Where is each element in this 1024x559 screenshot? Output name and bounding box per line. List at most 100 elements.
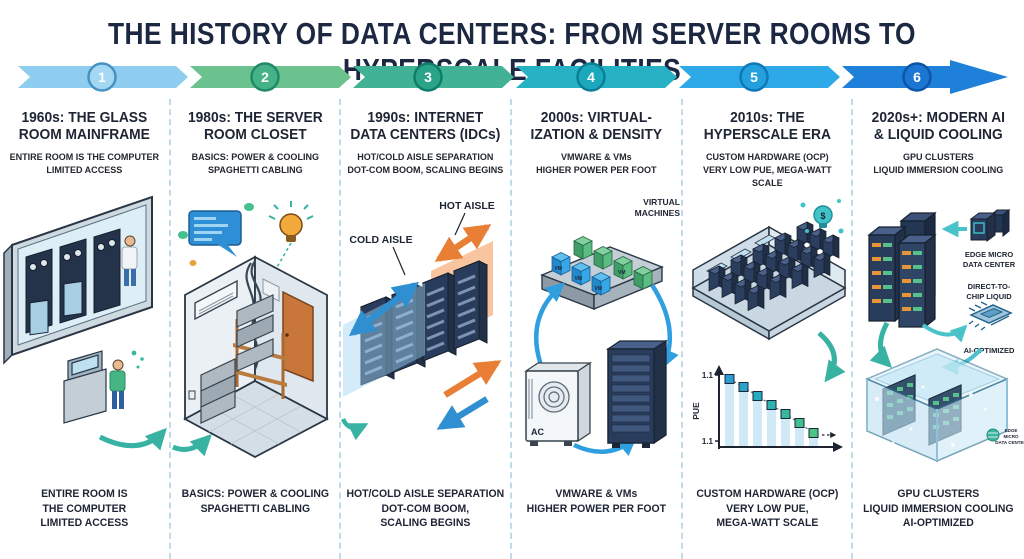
vm-cube-label: VM	[595, 286, 603, 292]
vm-cubes-blue: VM VM VM	[551, 252, 611, 296]
edge-micro-box	[969, 208, 1011, 242]
timeline-step-5: 5	[739, 62, 769, 92]
flow-arrow	[341, 417, 369, 441]
hot-aisle-arrow	[435, 224, 492, 262]
virtual-machines-label: MACHINES	[635, 208, 681, 218]
virtual-machines-label: VIRTUAL	[643, 197, 680, 207]
timeline-step-6: 6	[902, 62, 932, 92]
code-bubble-icon	[187, 210, 242, 257]
chip-icon	[968, 301, 1014, 331]
era-title: 1960s: THE GLASS ROOM MAINFRAME	[18, 109, 150, 144]
flow-arrow	[817, 331, 846, 383]
timeline-arrow: 1 2 3 4 5 6	[18, 60, 1008, 94]
vm-cube-label: VM	[555, 266, 563, 272]
cold-return-arrow	[436, 396, 490, 430]
era-1980s: 1980s: THE SERVER ROOM CLOSET BASICS: PO…	[171, 99, 342, 559]
step-number: 4	[587, 69, 595, 85]
crac-ac-unit: AC	[523, 361, 593, 446]
step-number: 2	[261, 69, 269, 85]
era-caption: CUSTOM HARDWARE (OCP) VERY LOW PUE, MEGA…	[695, 488, 839, 530]
closet-door	[281, 290, 314, 383]
tank-posts	[866, 379, 1009, 461]
vm-cube-label: VM	[618, 270, 626, 276]
sparkle-blobs	[177, 203, 254, 266]
gpu-cluster-racks	[867, 211, 938, 329]
pue-bars	[724, 379, 818, 446]
svg-text:$: $	[820, 211, 825, 221]
hot-aisle-label: HOT AISLE	[440, 200, 496, 212]
dense-server-rack	[605, 339, 669, 448]
idc-aisle-illustration: COLD AISLE HOT AISLE	[341, 183, 510, 483]
era-2020s: 2020s+: MODERN AI & LIQUID COOLING GPU C…	[853, 99, 1024, 559]
cold-aisle-pointer	[392, 246, 406, 276]
era-caption: GPU CLUSTERS LIQUID IMMERSION COOLING AI…	[863, 488, 1014, 530]
era-columns: 1960s: THE GLASS ROOM MAINFRAME ENTIRE R…	[0, 99, 1024, 559]
era-2010s: 2010s: THE HYPERSCALE ERA CUSTOM HARDWAR…	[683, 99, 854, 559]
tank-arrow-left	[870, 321, 893, 368]
era-2000s: 2000s: VIRTUAL- IZATION & DENSITY VMWARE…	[512, 99, 683, 559]
era-title: 2010s: THE HYPERSCALE ERA	[703, 109, 831, 144]
timeline-step-1: 1	[87, 62, 117, 92]
floor-tiles	[208, 393, 301, 445]
era-1990s: 1990s: INTERNET DATA CENTERS (IDCs) HOT/…	[341, 99, 512, 559]
era-caption: HOT/COLD AISLE SEPARATION DOT-COM BOOM, …	[346, 488, 505, 530]
glass-room-side	[3, 243, 13, 365]
step-number: 1	[98, 69, 106, 85]
cold-aisle-arrow	[349, 281, 420, 337]
hot-exhaust-arrow	[443, 360, 502, 398]
ai-liquid-cooling-illustration: EDGE MICRO DATA CENTER DIRECT-TO- CHIP L…	[853, 183, 1024, 483]
timeline-step-2: 2	[250, 62, 280, 92]
coolant-bubbles	[875, 385, 987, 447]
to-chip-arrow	[922, 323, 968, 343]
era-subtitle: CUSTOM HARDWARE (OCP) VERY LOW PUE, MEGA…	[702, 151, 832, 190]
vm-cubes-green: VM	[573, 236, 653, 290]
efficiency-bulb-icon: $	[800, 199, 844, 234]
era-subtitle: HOT/COLD AISLE SEPARATION DOT-COM BOOM, …	[347, 151, 504, 176]
stamp-label: EDGE	[1005, 428, 1018, 433]
gpu-led-rows	[872, 243, 923, 311]
cycle-arrow-down	[650, 283, 679, 369]
era-subtitle: ENTIRE ROOM IS THE COMPUTER LIMITED ACCE…	[9, 151, 160, 176]
technician-figure	[121, 235, 138, 286]
pue-tick-top: 1.1	[702, 371, 714, 380]
operator-figure	[109, 359, 126, 409]
stamp-label: DATA CENTER	[996, 440, 1024, 445]
flow-arrow	[171, 434, 212, 457]
ai-optimized-label: AI-OPTIMIZED	[964, 346, 1015, 355]
operator-console	[63, 350, 107, 424]
timeline-step-4: 4	[576, 62, 606, 92]
immersion-tank	[865, 348, 1010, 463]
era-1960s: 1960s: THE GLASS ROOM MAINFRAME ENTIRE R…	[0, 99, 171, 559]
wall-notice	[262, 278, 280, 302]
mainframe-cabinets	[25, 228, 121, 336]
era-subtitle: GPU CLUSTERS LIQUID IMMERSION COOLING	[873, 151, 1004, 176]
pue-tick-bottom: 1.1	[702, 437, 714, 446]
server-closet-illustration	[171, 183, 340, 483]
step-number: 5	[750, 69, 758, 85]
power-outlet	[188, 390, 196, 400]
pue-chart: 1.1 1.1 PUE	[691, 365, 843, 452]
virtualization-illustration: VIRTUAL MACHINES	[512, 183, 681, 483]
hot-aisle-pointer	[454, 212, 466, 236]
step-number: 6	[913, 69, 921, 85]
era-title: 2000s: VIRTUAL- IZATION & DENSITY	[530, 109, 663, 144]
timeline-step-3: 3	[413, 62, 443, 92]
glassroom-mainframe-illustration	[0, 183, 169, 483]
direct-to-chip-label: DIRECT-TO-	[968, 282, 1011, 291]
era-subtitle: BASICS: POWER & COOLING SPAGHETTI CABLIN…	[191, 151, 319, 176]
cycle-arrow-up	[533, 282, 565, 369]
shelf-rack	[232, 294, 287, 399]
era-subtitle: VMWARE & VMs HIGHER POWER PER FOOT	[536, 151, 657, 176]
era-title: 2020s+: MODERN AI & LIQUID COOLING	[872, 109, 1006, 144]
cold-aisle-label: COLD AISLE	[350, 234, 413, 246]
sparkle-dots	[131, 350, 144, 369]
era-caption: BASICS: POWER & COOLING SPAGHETTI CABLIN…	[181, 488, 329, 515]
edge-micro-label: DATA CENTER	[963, 260, 1016, 269]
edge-micro-stamp: EDGE MICRO DATA CENTER	[986, 428, 1024, 445]
era-title: 1990s: INTERNET DATA CENTERS (IDCs)	[350, 109, 501, 144]
era-title: 1980s: THE SERVER ROOM CLOSET	[187, 109, 323, 144]
floor-stack	[200, 358, 236, 424]
ac-label: AC	[531, 427, 544, 437]
step-number: 3	[424, 69, 432, 85]
